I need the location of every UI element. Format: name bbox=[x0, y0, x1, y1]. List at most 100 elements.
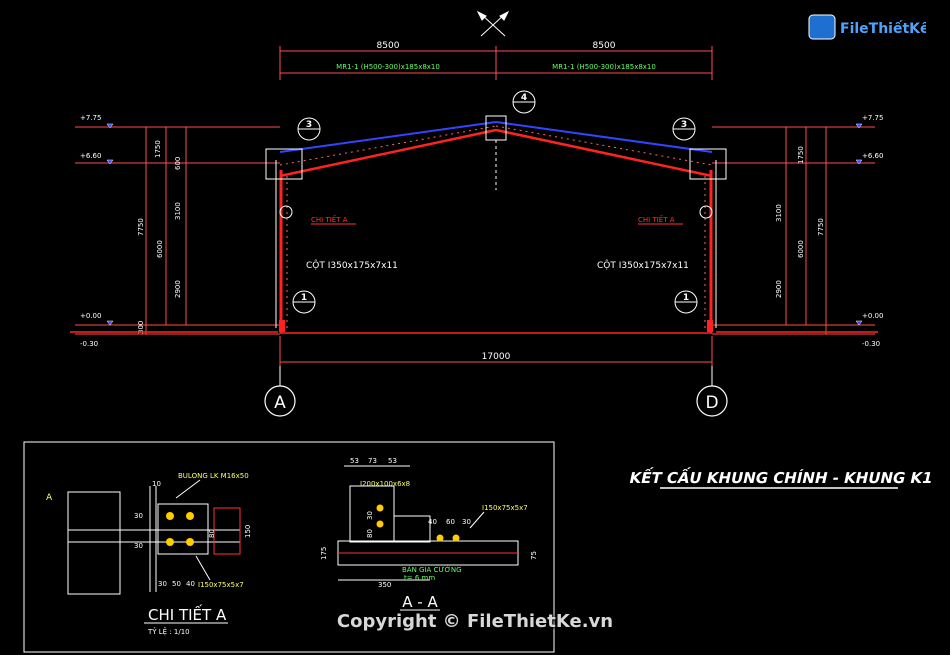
detail-a-dim-side-4: 150 bbox=[244, 525, 252, 538]
left-dimension-lines bbox=[145, 127, 187, 334]
detail-callout-right-circle bbox=[699, 205, 713, 219]
detail-panel-frame bbox=[23, 441, 555, 653]
beam-label-left: MR1-1 (H500-300)x185x8x10 bbox=[336, 63, 440, 71]
detail-box-left bbox=[265, 148, 303, 180]
detail-a-dim-bottom-3: 40 bbox=[186, 580, 195, 588]
section-aa-dim-7: 75 bbox=[530, 551, 538, 560]
axis-d-label: D bbox=[705, 393, 718, 413]
marker-3-left: 3 bbox=[297, 117, 321, 141]
elev-left-660: +6.60 bbox=[80, 152, 101, 160]
section-aa-dim-4: 30 bbox=[366, 511, 374, 520]
detail-callout-left: CHI TIẾT A bbox=[311, 214, 348, 224]
left-dim-2900: 2900 bbox=[174, 280, 182, 298]
detail-a-dim-bottom-2: 50 bbox=[172, 580, 181, 588]
detail-a-dim-side-1: 30 bbox=[134, 512, 143, 520]
section-aa-dim-3: 30 bbox=[462, 518, 471, 526]
right-dimension-lines bbox=[785, 127, 827, 334]
section-aa-dim-8: 350 bbox=[378, 581, 391, 589]
span-label: 17000 bbox=[482, 352, 511, 362]
detail-callout-right: CHI TIẾT A bbox=[638, 214, 675, 224]
rafter-right bbox=[495, 121, 713, 178]
top-dimension-lines bbox=[279, 46, 713, 80]
beam-label-right: MR1-1 (H500-300)x185x8x10 bbox=[552, 63, 656, 71]
elev-right-775: +7.75 bbox=[862, 114, 883, 122]
right-dim-7750: 7750 bbox=[817, 218, 825, 236]
elev-right-660: +6.60 bbox=[862, 152, 883, 160]
section-aa-plate-note: BẢN GIA CƯỜNG bbox=[402, 565, 462, 574]
detail-callout-left-circle bbox=[279, 205, 293, 219]
watermark-logo-text: FileThiếtKế.vn bbox=[840, 20, 926, 37]
elevation-lines-right bbox=[712, 126, 875, 335]
marker-1-right: 1 bbox=[674, 290, 698, 314]
detail-a-title: CHI TIẾT A bbox=[148, 603, 227, 624]
copyright-watermark: Copyright © FileThietKe.vn bbox=[336, 611, 614, 632]
detail-a-angle-label: I150x75x5x7 bbox=[198, 581, 244, 589]
left-dim-3100: 3100 bbox=[174, 202, 182, 220]
detail-a-dim-top: 10 bbox=[152, 480, 161, 488]
elev-right-000: +0.00 bbox=[862, 312, 883, 320]
axis-a-label: A bbox=[274, 393, 286, 413]
marker-1-right-label: 1 bbox=[683, 293, 689, 303]
section-aa-dim-2: 60 bbox=[446, 518, 455, 526]
span-dimension bbox=[279, 336, 713, 366]
left-dim-600: 600 bbox=[174, 157, 182, 170]
detail-a-scale: TỶ LỆ : 1/10 bbox=[147, 627, 190, 636]
left-dim-6000: 6000 bbox=[156, 240, 164, 258]
left-dim-300: 300 bbox=[137, 321, 145, 334]
detail-a-dim-side-2: 30 bbox=[134, 542, 143, 550]
marker-4-ridge: 4 bbox=[512, 90, 536, 114]
section-aa-member-label: I200x100x6x8 bbox=[360, 480, 410, 488]
section-aa-angle-label: I150x75x5x7 bbox=[482, 504, 528, 512]
marker-3-right-label: 3 bbox=[681, 120, 687, 130]
right-dim-6000: 6000 bbox=[797, 240, 805, 258]
top-dim-right: 8500 bbox=[593, 41, 616, 51]
watermark-logo: FileThiếtKế.vn bbox=[808, 14, 926, 40]
detail-a-dim-side-3: 80 bbox=[208, 529, 216, 538]
elev-left-775: +7.75 bbox=[80, 114, 101, 122]
elev-right-030: -0.30 bbox=[862, 340, 880, 348]
left-dim-1750: 1750 bbox=[154, 140, 162, 158]
detail-a-section-mark: A bbox=[46, 493, 53, 503]
elev-left-000: +0.00 bbox=[80, 312, 101, 320]
elevation-lines-left bbox=[75, 126, 280, 335]
section-aa-dim-6: 175 bbox=[320, 547, 328, 560]
section-aa-title: A - A bbox=[402, 593, 438, 611]
detail-box-ridge bbox=[485, 115, 507, 141]
detail-a-dim-bottom-1: 30 bbox=[158, 580, 167, 588]
marker-1-left: 1 bbox=[292, 290, 316, 314]
marker-4-label: 4 bbox=[521, 93, 527, 103]
marker-3-right: 3 bbox=[672, 117, 696, 141]
top-dim-left: 8500 bbox=[377, 41, 400, 51]
column-right bbox=[704, 160, 717, 333]
right-dim-3100: 3100 bbox=[775, 204, 783, 222]
section-aa-dim-top-2: 73 bbox=[368, 457, 377, 465]
axis-bubble-a: A bbox=[264, 385, 296, 417]
section-aa-drawing: 53 73 53 I200x100x6x8 I150x75x5x7 40 60 … bbox=[320, 457, 538, 589]
marker-1-left-label: 1 bbox=[301, 293, 307, 303]
right-dim-1750: 1750 bbox=[797, 146, 805, 164]
elevation-markers-left bbox=[106, 123, 114, 326]
right-dim-2900: 2900 bbox=[775, 280, 783, 298]
detail-a-drawing: A BULONG LK M16x50 I150x75x5x7 10 30 30 … bbox=[46, 472, 252, 595]
left-dim-7750: 7750 bbox=[137, 218, 145, 236]
section-aa-dim-top-3: 53 bbox=[388, 457, 397, 465]
north-arrow-icon bbox=[476, 10, 510, 37]
elevation-markers-right bbox=[855, 123, 863, 326]
section-aa-dim-top-1: 53 bbox=[350, 457, 359, 465]
detail-a-bolt-label: BULONG LK M16x50 bbox=[178, 472, 249, 480]
section-aa-dim-1: 40 bbox=[428, 518, 437, 526]
section-aa-dim-5: 80 bbox=[366, 529, 374, 538]
column-label-right: CỘT I350x175x7x11 bbox=[597, 259, 689, 271]
detail-box-right bbox=[689, 148, 727, 180]
section-aa-plate-thk: t= 6 mm bbox=[404, 574, 435, 582]
rafter-left bbox=[279, 121, 497, 178]
ground-line bbox=[70, 331, 878, 334]
elev-left-030: -0.30 bbox=[80, 340, 98, 348]
column-label-left: CỘT I350x175x7x11 bbox=[306, 259, 398, 271]
column-left bbox=[275, 160, 288, 333]
marker-3-left-label: 3 bbox=[306, 120, 312, 130]
main-title: KẾT CẤU KHUNG CHÍNH - KHUNG K1 bbox=[628, 466, 935, 487]
axis-bubble-d: D bbox=[696, 385, 728, 417]
